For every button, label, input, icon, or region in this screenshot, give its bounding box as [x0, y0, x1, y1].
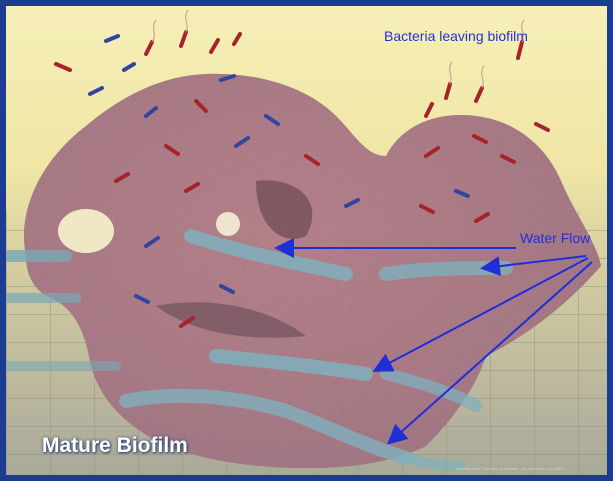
bacteria-icon: [518, 42, 522, 58]
mature-biofilm-title: Mature Biofilm: [42, 434, 188, 458]
biofilm-scene: [6, 6, 607, 475]
image-credit: Modified from Costerton & Stewart - Sci.…: [456, 466, 563, 471]
bacteria-icon: [426, 104, 432, 116]
bacteria-icon: [124, 64, 134, 70]
bacteria-leaving-label: Bacteria leaving biofilm: [384, 28, 544, 44]
bacteria-icon: [90, 88, 102, 94]
biofilm-illustration: Bacteria leaving biofilm Water Flow Matu…: [6, 6, 607, 475]
bacteria-icon: [446, 84, 450, 98]
bacteria-icon: [181, 32, 186, 46]
bacteria-icon: [211, 40, 218, 52]
bacteria-icon: [56, 64, 70, 70]
bacteria-icon: [106, 36, 118, 41]
bacteria-icon: [234, 34, 240, 44]
flow-arrow-icon: [386, 268, 506, 274]
bacteria-icon: [146, 42, 152, 54]
bacteria-icon: [536, 124, 548, 130]
bacteria-icon: [476, 88, 482, 101]
water-flow-label: Water Flow: [520, 230, 590, 246]
